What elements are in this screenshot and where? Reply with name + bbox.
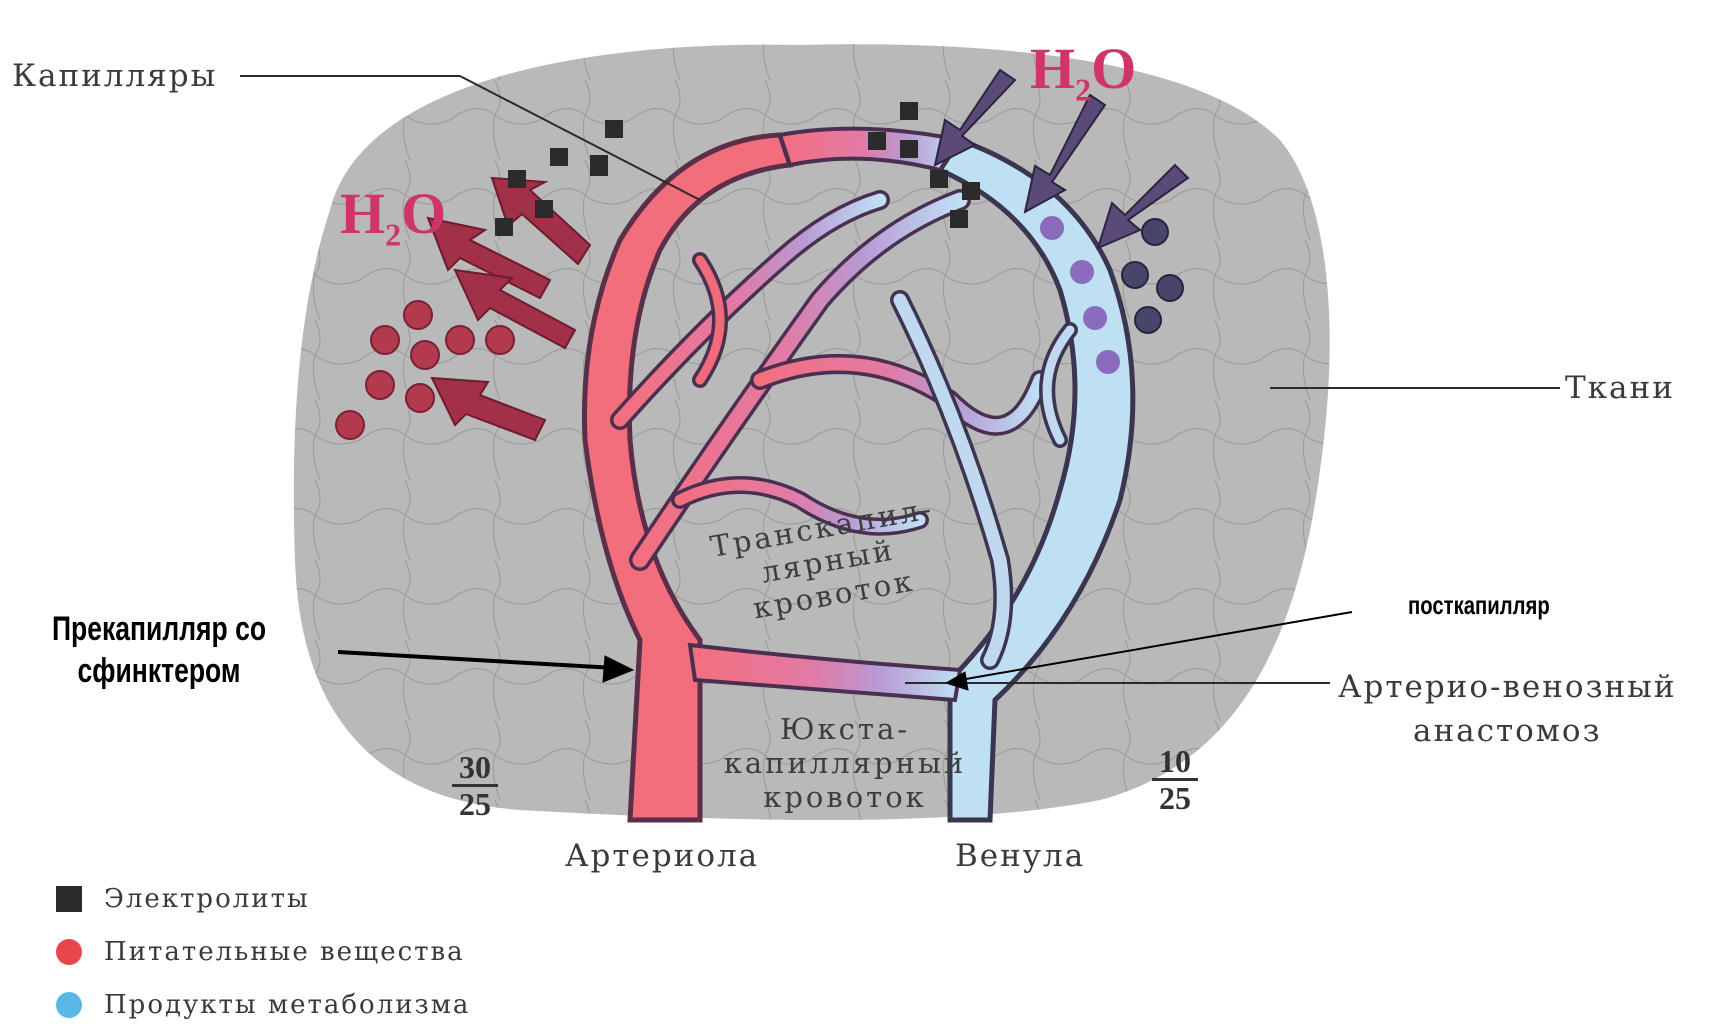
arterial-denominator: 25: [459, 786, 491, 822]
juxtacapillary-line-1: Юкста-: [700, 712, 990, 746]
arteriole-label: Артериола: [565, 838, 759, 874]
juxtacapillary-line-2: капиллярный: [700, 746, 990, 780]
precapillary-label: Прекапилляр со сфинктером: [52, 608, 266, 692]
av-anastomosis-label: Артерио-венозный анастомоз: [1338, 665, 1677, 753]
juxtacapillary-line-3: кровоток: [700, 780, 990, 814]
legend-item-metabolites: Продукты метаболизма: [56, 990, 470, 1020]
venous-pressure-fraction: 10 25: [1150, 744, 1200, 815]
precapillary-line-1: Прекапилляр со: [52, 608, 266, 650]
juxtacapillary-label: Юкста- капиллярный кровоток: [700, 712, 990, 814]
arterial-numerator: 30: [459, 749, 491, 785]
venule-label: Венула: [955, 838, 1085, 874]
water-outflow-label: H2O: [340, 180, 446, 254]
postcapillary-label: посткапилляр: [1408, 590, 1550, 621]
venous-denominator: 25: [1159, 780, 1191, 816]
electrolyte-square-icon: [56, 886, 82, 912]
av-anastomosis-line-2: анастомоз: [1338, 709, 1677, 753]
av-anastomosis-line-1: Артерио-венозный: [1338, 665, 1677, 709]
metabolite-circle-icon: [56, 992, 82, 1018]
nutrient-circle-icon: [56, 939, 82, 965]
capillaries-label: Капилляры: [12, 58, 217, 94]
legend-item-nutrients: Питательные вещества: [56, 937, 465, 967]
venous-numerator: 10: [1159, 743, 1191, 779]
precapillary-line-2: сфинктером: [52, 650, 266, 692]
water-inflow-label: H2O: [1030, 35, 1136, 109]
legend-item-electrolytes: Электролиты: [56, 884, 310, 914]
tissues-label: Ткани: [1565, 370, 1675, 406]
arterial-pressure-fraction: 30 25: [450, 750, 500, 821]
